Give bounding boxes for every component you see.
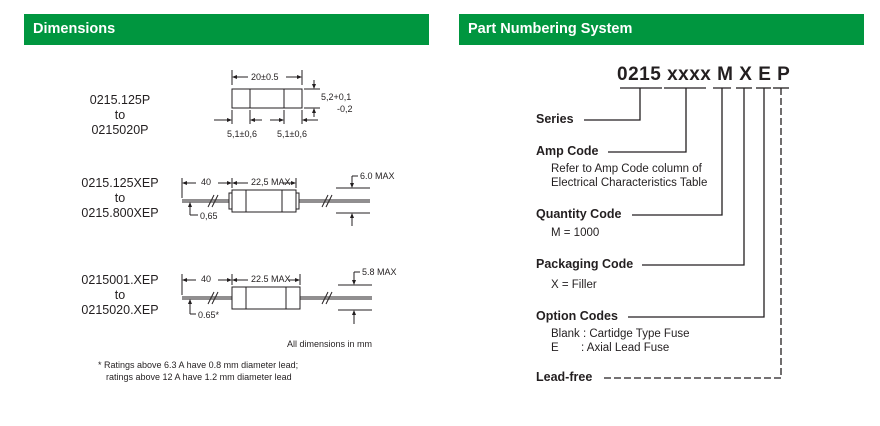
code-m: M bbox=[717, 64, 734, 85]
fig1-pn-to: 0215020P bbox=[91, 123, 149, 137]
option-codes-desc-1: Blank : Cartidge Type Fuse bbox=[551, 328, 690, 340]
fig3-body-len: 22.5 MAX bbox=[251, 274, 291, 284]
fig3-lead-dia: 0.65* bbox=[198, 310, 220, 320]
fig1-pn-from: 0215.125P bbox=[89, 93, 151, 107]
amp-code-label: Amp Code bbox=[536, 144, 599, 158]
lead-free-label: Lead-free bbox=[536, 370, 593, 384]
packaging-code-label: Packaging Code bbox=[536, 257, 634, 271]
fig2-body-len: 22,5 MAX bbox=[251, 177, 291, 187]
fig1-part-range: 0215.125P to 0215020P bbox=[80, 93, 160, 138]
fig1-length: 20±0.5 bbox=[251, 72, 279, 82]
part-number-code: 0215 xxxx M X E P bbox=[617, 64, 790, 86]
fig2-pn-from: 0215.125XEP bbox=[81, 176, 159, 190]
leader-lines bbox=[584, 87, 789, 379]
quantity-code-desc: M = 1000 bbox=[551, 227, 600, 239]
axial-fuse-drawing-2 bbox=[181, 271, 372, 324]
footnote-line-2: ratings above 12 A have 1.2 mm diameter … bbox=[106, 372, 292, 382]
fig2-max-dia: 6.0 MAX bbox=[360, 171, 395, 181]
all-dimensions-note: All dimensions in mm bbox=[287, 339, 373, 349]
fig2-lead-dia: 0,65 bbox=[200, 211, 218, 221]
fig3-max-dia: 5.8 MAX bbox=[362, 267, 397, 277]
part-numbering-header: Part Numbering System bbox=[459, 14, 864, 45]
fig1-cap-left: 5,1±0,6 bbox=[227, 129, 257, 139]
dimensions-title: Dimensions bbox=[33, 21, 116, 37]
amp-code-desc-1: Refer to Amp Code column of bbox=[551, 163, 702, 175]
quantity-code-label: Quantity Code bbox=[536, 207, 622, 221]
fig3-part-range: 0215001.XEP to 0215020.XEP bbox=[70, 273, 170, 318]
fig2-lead-len: 40 bbox=[201, 177, 212, 187]
series-label: Series bbox=[536, 112, 574, 126]
code-x: X bbox=[739, 64, 753, 85]
code-series: 0215 bbox=[617, 64, 662, 85]
part-numbering-title: Part Numbering System bbox=[468, 21, 633, 37]
fig2-part-range: 0215.125XEP to 0215.800XEP bbox=[70, 176, 170, 221]
cartridge-fuse-drawing bbox=[214, 70, 320, 124]
packaging-code-desc: X = Filler bbox=[551, 279, 597, 291]
fig2-pn-to: 0215.800XEP bbox=[81, 206, 159, 220]
fig1-dia: 5,2+0,1 bbox=[321, 92, 352, 102]
option-codes-label: Option Codes bbox=[536, 309, 618, 323]
axial-fuse-drawing-1 bbox=[181, 175, 370, 226]
option-codes-desc-2: E : Axial Lead Fuse bbox=[551, 342, 670, 354]
fig2-to: to bbox=[114, 191, 126, 205]
fig3-to: to bbox=[114, 288, 126, 302]
code-e: E bbox=[758, 64, 772, 85]
fig1-cap-right: 5,1±0,6 bbox=[277, 129, 307, 139]
code-p: P bbox=[777, 64, 791, 85]
footnote-line-1: * Ratings above 6.3 A have 0.8 mm diamet… bbox=[98, 360, 299, 370]
fig3-pn-to: 0215020.XEP bbox=[81, 303, 159, 317]
code-amp: xxxx bbox=[667, 64, 712, 85]
fig3-lead-len: 40 bbox=[201, 274, 212, 284]
amp-code-desc-2: Electrical Characteristics Table bbox=[551, 177, 708, 189]
fig1-dia-tol: -0,2 bbox=[337, 104, 353, 114]
fig1-to: to bbox=[114, 108, 126, 122]
fig3-pn-from: 0215001.XEP bbox=[81, 273, 159, 287]
dimensions-header: Dimensions bbox=[24, 14, 429, 45]
